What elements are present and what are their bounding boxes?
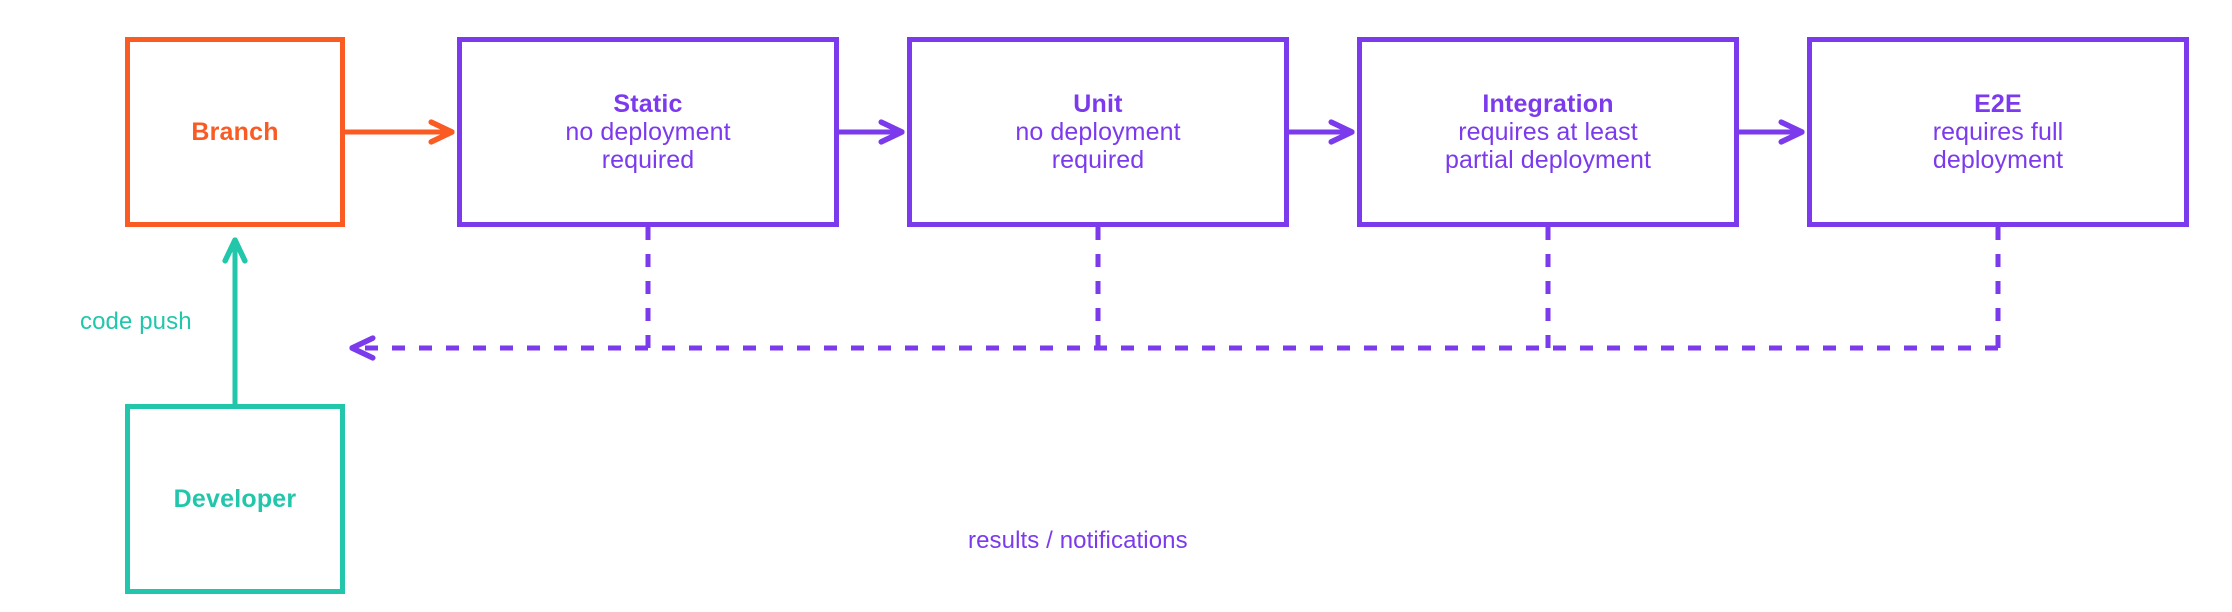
integration-node[interactable]: Integration requires at least partial de… — [1357, 37, 1739, 227]
developer-node[interactable]: Developer — [125, 404, 345, 594]
integration-node-subtitle-line-2: partial deployment — [1444, 146, 1652, 175]
unit-node-subtitle-line-1: no deployment — [1015, 117, 1181, 146]
unit-node-subtitle-line-2: required — [1051, 146, 1145, 175]
e2e-node-subtitle-line-2: deployment — [1932, 146, 2064, 175]
e2e-node[interactable]: E2E requires full deployment — [1807, 37, 2189, 227]
e2e-node-title: E2E — [1974, 89, 2022, 118]
static-node[interactable]: Static no deployment required — [457, 37, 839, 227]
integration-node-subtitle-line-1: requires at least — [1458, 117, 1638, 146]
static-node-subtitle-line-1: no deployment — [565, 117, 731, 146]
static-node-title: Static — [613, 89, 683, 118]
branch-node[interactable]: Branch — [125, 37, 345, 227]
unit-node[interactable]: Unit no deployment required — [907, 37, 1289, 227]
unit-node-title: Unit — [1073, 89, 1123, 118]
static-node-subtitle-line-2: required — [601, 146, 695, 175]
developer-node-title: Developer — [173, 484, 297, 513]
e2e-node-subtitle-line-1: requires full — [1932, 117, 2064, 146]
results-notifications-label: results / notifications — [968, 527, 1188, 554]
code-push-label: code push — [80, 308, 192, 335]
branch-node-title: Branch — [191, 117, 279, 146]
integration-node-title: Integration — [1482, 89, 1614, 118]
